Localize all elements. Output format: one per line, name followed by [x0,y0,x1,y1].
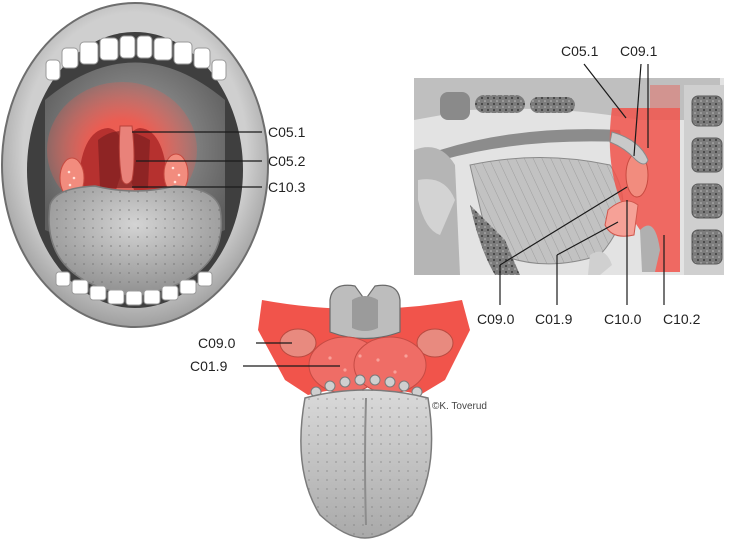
open-mouth-illustration [1,2,269,328]
label-mouth-c05-1: C05.1 [268,124,306,140]
label-tongue-c01-9: C01.9 [190,358,228,374]
label-tongue-c09-0: C09.0 [198,335,236,351]
label-sagittal-c10-0: C10.0 [604,311,642,327]
sagittal-section-illustration [414,63,724,305]
copyright-credit: ©K. Toverud [432,401,487,412]
label-mouth-c05-2: C05.2 [268,153,306,169]
label-sagittal-c10-2: C10.2 [663,311,701,327]
label-sagittal-c09-1: C09.1 [620,43,658,59]
label-sagittal-c05-1: C05.1 [561,43,599,59]
label-sagittal-c01-9: C01.9 [535,311,573,327]
label-mouth-c10-3: C10.3 [268,179,306,195]
tongue-dorsum-illustration [243,284,470,539]
label-sagittal-c09-0: C09.0 [477,311,515,327]
